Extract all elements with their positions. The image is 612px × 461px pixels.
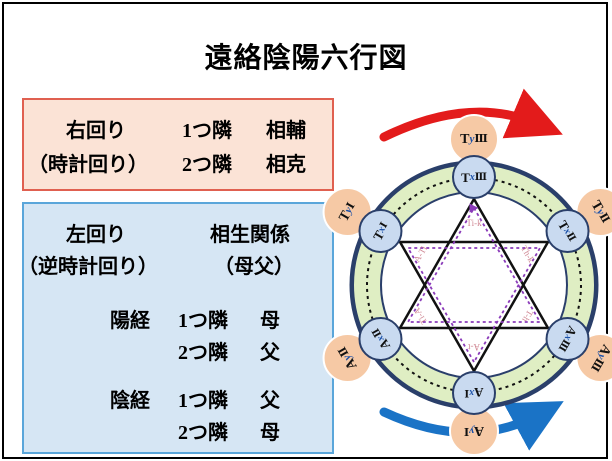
row-distance: つ隣 (188, 388, 228, 412)
row-distance: つ隣 (188, 340, 228, 364)
counterclockwise-sublabel: （逆時計回り） (18, 254, 158, 278)
clockwise-box: 右回り （時計回り） 1つ隣 相輔 2つ隣 相克 (22, 98, 334, 191)
counterclockwise-box: 左回り （逆時計回り） 相生関係 （母父） 陽経 1つ隣 母 2つ隣 父 陰経 … (18, 202, 334, 454)
yang-row-1-relation: 母 (260, 308, 280, 332)
row-distance: つ隣 (192, 118, 232, 142)
row-number: 2 (182, 154, 192, 176)
yang-row-1: 1つ隣 (178, 304, 228, 333)
relation-header: 相生関係 (210, 222, 290, 246)
counterclockwise-label: 左回り (66, 222, 126, 246)
yin-row-1: 1つ隣 (178, 384, 228, 413)
clockwise-row-2-relation: 相克 (266, 152, 306, 176)
yang-row-2-relation: 父 (260, 340, 280, 364)
yin-row-1-relation: 父 (260, 388, 280, 412)
yang-row-2: 2つ隣 (178, 336, 228, 365)
clockwise-row-2: 2つ隣 (182, 148, 232, 177)
row-number: 2 (178, 342, 188, 364)
yang-meridian-label: 陽経 (110, 308, 150, 332)
clockwise-row-1-relation: 相輔 (266, 118, 306, 142)
row-distance: つ隣 (188, 420, 228, 444)
yin-row-2-relation: 母 (260, 420, 280, 444)
clockwise-sublabel: （時計回り） (28, 152, 148, 176)
row-number: 1 (178, 310, 188, 332)
yin-meridian-label: 陰経 (110, 388, 150, 412)
row-number: 1 (178, 390, 188, 412)
yin-row-2: 2つ隣 (178, 416, 228, 445)
row-distance: つ隣 (192, 152, 232, 176)
clockwise-label: 右回り (66, 118, 126, 142)
clockwise-row-1: 1つ隣 (182, 114, 232, 143)
row-distance: つ隣 (188, 308, 228, 332)
relation-subheader: （母父） (214, 254, 294, 278)
slide-title: 遠絡陰陽六行図 (204, 41, 408, 74)
row-number: 1 (182, 120, 192, 142)
row-number: 2 (178, 422, 188, 444)
